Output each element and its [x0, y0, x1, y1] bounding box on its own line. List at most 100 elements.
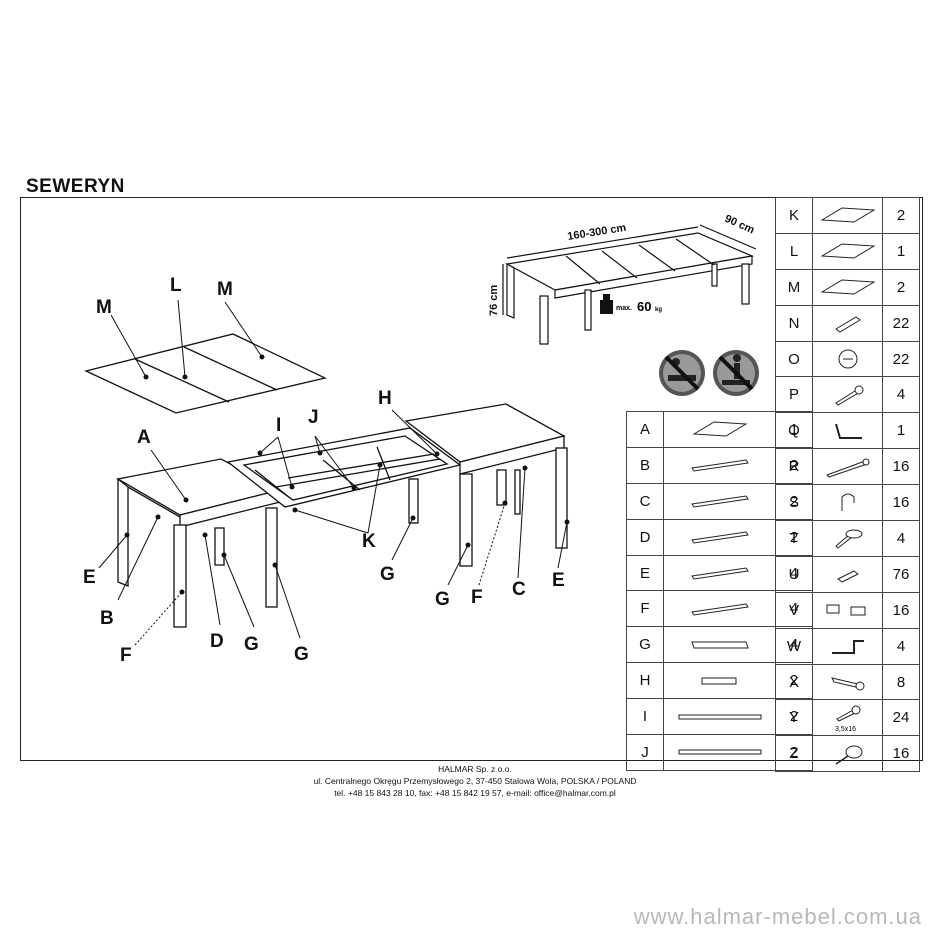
footer-contact: tel. +48 15 843 28 10, fax: +48 15 842 1… [334, 788, 616, 798]
label-e-left: E [83, 567, 96, 588]
no-standing-warning-icon [713, 350, 759, 396]
part-quantity: 16 [882, 484, 920, 522]
part-quantity: 16 [882, 591, 920, 629]
load-value: 60 [637, 299, 651, 314]
part-quantity: 2 [775, 518, 813, 556]
page-title: SEWERYN [26, 176, 125, 197]
dowel-screw-icon [812, 304, 883, 342]
angle-bracket-icon [812, 627, 883, 665]
part-quantity: 1 [775, 411, 813, 448]
block-icon [663, 662, 776, 700]
part-quantity: 4 [882, 520, 920, 557]
footer-company: HALMAR Sp. z o.o. [438, 764, 512, 774]
depth-dimension: 90 cm [723, 213, 757, 237]
part-quantity: 22 [882, 340, 920, 378]
label-l: L [170, 275, 182, 296]
rail-icon [663, 446, 776, 484]
part-letter: I [626, 698, 664, 736]
label-a: A [137, 427, 151, 448]
part-letter: H [626, 662, 664, 700]
part-quantity: 4 [882, 627, 920, 665]
height-dimension: 76 cm [488, 285, 500, 316]
part-quantity: 2 [775, 482, 813, 520]
part-letter: P [775, 376, 813, 414]
part-letter: E [626, 554, 664, 592]
part-quantity: 76 [882, 555, 920, 593]
no-sitting-warning-icon [659, 350, 705, 396]
website-watermark: www.halmar-mebel.com.ua [633, 904, 922, 929]
part-letter: G [626, 626, 664, 664]
label-f-right: F [471, 587, 483, 608]
part-quantity: 22 [882, 304, 920, 342]
label-k: K [362, 531, 376, 552]
part-quantity: 2 [775, 446, 813, 484]
connector-icon [812, 591, 883, 629]
label-m-left: M [96, 297, 112, 318]
part-letter: C [626, 482, 664, 520]
rail-icon [663, 554, 776, 592]
footer-address: ul. Centralnego Okręgu Przemysłowego 2, … [313, 776, 637, 786]
part-letter: F [626, 590, 664, 628]
dowel-icon [812, 555, 883, 593]
allen-key-icon [812, 412, 883, 450]
label-i: I [276, 415, 281, 436]
part-letter: O [775, 340, 813, 378]
label-d: D [210, 631, 224, 652]
part-quantity: 4 [775, 626, 813, 664]
load-prefix: max. [616, 305, 632, 312]
label-g-1: G [244, 634, 259, 655]
label-g-3: G [380, 564, 395, 585]
part-letter: B [626, 446, 664, 484]
part-quantity: 4 [775, 590, 813, 628]
wing-screw-icon [812, 520, 883, 557]
part-letter: D [626, 518, 664, 556]
svg-text:3,5x16: 3,5x16 [835, 726, 856, 733]
label-g-4: G [435, 589, 450, 610]
label-h: H [378, 388, 392, 409]
label-b: B [100, 608, 114, 629]
part-quantity: 2 [775, 698, 813, 736]
slide-icon [663, 698, 776, 736]
part-letter: L [775, 232, 813, 270]
label-c: C [512, 579, 526, 600]
part-quantity: 16 [882, 448, 920, 486]
part-letter: N [775, 304, 813, 342]
part-quantity: 24 [882, 699, 920, 737]
screw-icon: 3,5x16 [812, 699, 883, 737]
table-row: N 22 [775, 304, 920, 342]
bolt-icon [812, 376, 883, 414]
part-quantity: 1 [882, 412, 920, 450]
part-labels: M L M A I J H K E B F D G G G G F C E [83, 275, 565, 666]
footer: HALMAR Sp. z o.o. ul. Centralnego Okręgu… [0, 763, 950, 799]
panel-icon [812, 232, 883, 270]
dimension-sketch [502, 224, 757, 345]
part-quantity: 2 [775, 734, 813, 771]
part-letter: A [626, 411, 664, 448]
part-quantity: 8 [882, 663, 920, 701]
part-quantity: 1 [882, 232, 920, 270]
label-j: J [308, 407, 319, 428]
panel-icon [812, 197, 883, 234]
label-g-2: G [294, 644, 309, 665]
instruction-frame [20, 197, 923, 761]
label-m-right: M [217, 279, 233, 300]
part-quantity: 16 [882, 735, 920, 773]
bracket-icon [812, 484, 883, 522]
panel-icon [812, 268, 883, 306]
label-f-left: F [120, 645, 132, 666]
glide-icon [812, 735, 883, 773]
cam-lock-icon [812, 340, 883, 378]
